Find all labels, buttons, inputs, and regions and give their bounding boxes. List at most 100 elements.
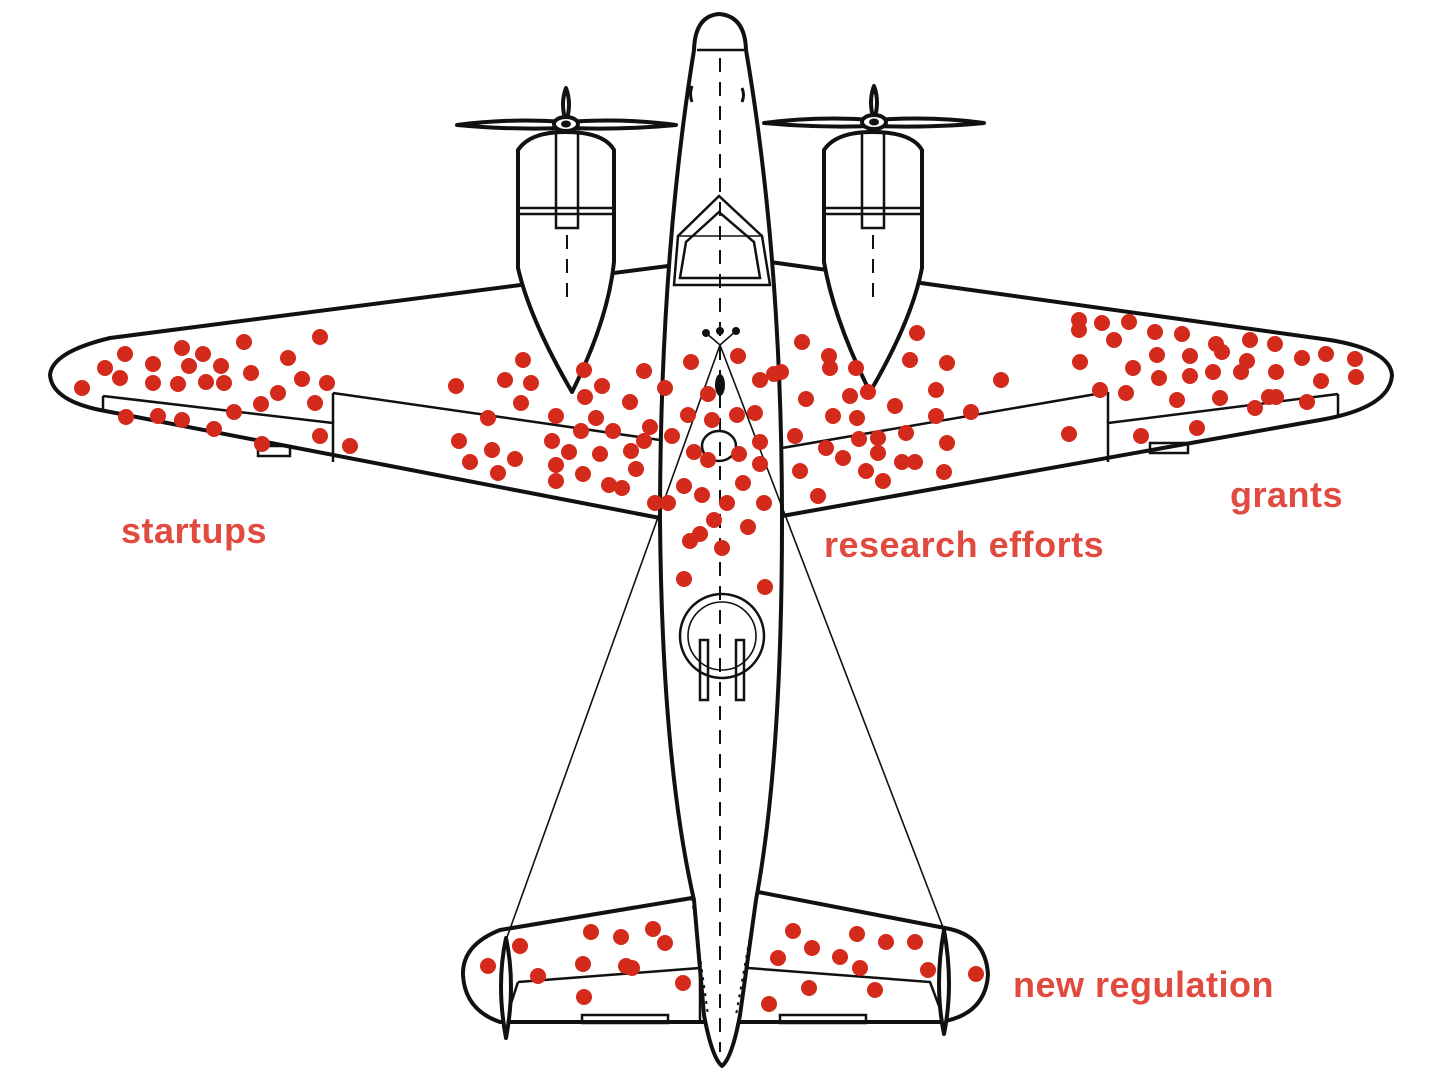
bullet-hole-dot	[787, 428, 803, 444]
bullet-hole-dot	[1268, 389, 1284, 405]
bullet-hole-dot	[243, 365, 259, 381]
bullet-hole-dot	[740, 519, 756, 535]
bullet-hole-dot	[150, 408, 166, 424]
bullet-hole-dot	[735, 475, 751, 491]
bullet-hole-dot	[818, 440, 834, 456]
bullet-hole-dot	[761, 996, 777, 1012]
bullet-hole-dot	[928, 382, 944, 398]
bullet-hole-dot	[312, 329, 328, 345]
bullet-hole-dot	[307, 395, 323, 411]
bullet-hole-dot	[752, 456, 768, 472]
bullet-hole-dot	[1294, 350, 1310, 366]
bullet-hole-dot	[878, 934, 894, 950]
bullet-hole-dot	[851, 431, 867, 447]
bullet-hole-dot	[480, 410, 496, 426]
bullet-hole-dot	[548, 408, 564, 424]
bullet-hole-dot	[660, 495, 676, 511]
bullet-hole-dot	[898, 425, 914, 441]
bullet-hole-dot	[462, 454, 478, 470]
bullet-hole-dot	[594, 378, 610, 394]
bullet-hole-dot	[842, 388, 858, 404]
bullet-hole-dot	[1174, 326, 1190, 342]
bullet-hole-dot	[117, 346, 133, 362]
bullet-hole-dot	[694, 487, 710, 503]
bullet-hole-dot	[575, 956, 591, 972]
bullet-hole-dot	[1125, 360, 1141, 376]
bullet-hole-dot	[515, 352, 531, 368]
bullet-hole-dot	[118, 409, 134, 425]
bullet-hole-dot	[1072, 354, 1088, 370]
bullet-hole-dot	[704, 412, 720, 428]
bullet-hole-dot	[1214, 344, 1230, 360]
bullet-hole-dot	[645, 921, 661, 937]
bullet-hole-dot	[451, 433, 467, 449]
bullet-hole-dot	[1313, 373, 1329, 389]
bullet-hole-dot	[1151, 370, 1167, 386]
bullet-hole-dot	[683, 354, 699, 370]
bullet-hole-dot	[280, 350, 296, 366]
bullet-hole-dot	[1133, 428, 1149, 444]
bullet-hole-dot	[490, 465, 506, 481]
bullet-hole-dot	[1121, 314, 1137, 330]
bullet-hole-dot	[1299, 394, 1315, 410]
bullet-hole-dot	[858, 463, 874, 479]
bullet-hole-dot	[513, 395, 529, 411]
bullet-hole-dot	[920, 962, 936, 978]
bullet-hole-dot	[692, 526, 708, 542]
bullet-hole-dot	[254, 436, 270, 452]
bullet-hole-dot	[583, 924, 599, 940]
bullet-hole-dot	[1169, 392, 1185, 408]
bullet-hole-dot	[613, 929, 629, 945]
bullet-hole-dot	[577, 389, 593, 405]
bullet-hole-dot	[963, 404, 979, 420]
bullet-hole-dot	[342, 438, 358, 454]
bullet-holes	[74, 312, 1364, 1012]
bullet-hole-dot	[676, 571, 692, 587]
bullet-hole-dot	[1348, 369, 1364, 385]
bullet-hole-dot	[756, 495, 772, 511]
bullet-hole-dot	[174, 412, 190, 428]
bullet-hole-dot	[1061, 426, 1077, 442]
bullet-hole-dot	[206, 421, 222, 437]
bullet-hole-dot	[294, 371, 310, 387]
bullet-hole-dot	[719, 495, 735, 511]
bullet-hole-dot	[939, 435, 955, 451]
bullet-hole-dot	[1318, 346, 1334, 362]
bullet-hole-dot	[97, 360, 113, 376]
bullet-hole-dot	[686, 444, 702, 460]
bullet-hole-dot	[939, 355, 955, 371]
bullet-hole-dot	[573, 423, 589, 439]
bullet-hole-dot	[213, 358, 229, 374]
bullet-hole-dot	[835, 450, 851, 466]
bullet-hole-dot	[894, 454, 910, 470]
bullet-hole-dot	[752, 372, 768, 388]
bullet-hole-dot	[74, 380, 90, 396]
bullet-hole-dot	[1147, 324, 1163, 340]
bullet-hole-dot	[236, 334, 252, 350]
bullet-hole-dot	[798, 391, 814, 407]
bullet-hole-dot	[729, 407, 745, 423]
label-startups: startups	[121, 510, 268, 551]
bullet-hole-dot	[112, 370, 128, 386]
bullet-hole-dot	[664, 428, 680, 444]
bullet-hole-dot	[680, 407, 696, 423]
bullet-hole-dot	[757, 579, 773, 595]
bullet-hole-dot	[1239, 353, 1255, 369]
bullet-hole-dot	[512, 938, 528, 954]
bullet-hole-dot	[253, 396, 269, 412]
bullet-hole-dot	[887, 398, 903, 414]
bullet-hole-dot	[804, 940, 820, 956]
bullet-hole-dot	[270, 385, 286, 401]
bullet-hole-dot	[601, 477, 617, 493]
bullet-hole-dot	[548, 457, 564, 473]
bullet-hole-dot	[657, 380, 673, 396]
bullet-hole-dot	[832, 949, 848, 965]
bullet-hole-dot	[623, 443, 639, 459]
bullet-hole-dot	[801, 980, 817, 996]
bullet-hole-dot	[700, 452, 716, 468]
bullet-hole-dot	[507, 451, 523, 467]
bullet-hole-dot	[592, 446, 608, 462]
bullet-hole-dot	[785, 923, 801, 939]
bullet-hole-dot	[752, 434, 768, 450]
